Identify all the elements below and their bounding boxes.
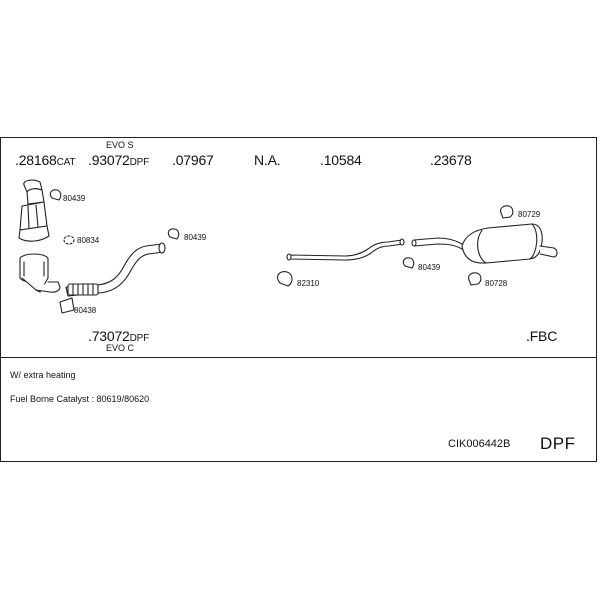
note-extra-heating: W/ extra heating <box>10 370 76 380</box>
catalyst-drawing <box>18 179 50 242</box>
accessory-label-80728: 80728 <box>485 279 508 288</box>
kit-code: CIK006442B <box>448 438 511 450</box>
part-number-na: N.A. <box>254 152 281 168</box>
middle-pipe-drawing <box>286 238 405 261</box>
dpf-drawing <box>19 253 61 293</box>
accessory-label-80834: 80834 <box>77 236 100 245</box>
clamp-icon-82310 <box>277 271 293 287</box>
notes-divider <box>1 357 596 358</box>
accessory-label-80439-a: 80439 <box>63 194 86 203</box>
note-fuel-borne-catalyst: Fuel Borne Catalyst : 80619/80620 <box>10 394 150 404</box>
hanger-icon-80729 <box>500 205 514 219</box>
part-number-rear-silencer: .23678 <box>430 152 472 168</box>
clamp-icon-80438 <box>59 297 75 314</box>
part-number-catalyst: .28168CAT <box>15 152 76 168</box>
part-number-middle-pipe: .10584 <box>320 152 362 168</box>
gasket-icon-80834 <box>63 235 75 245</box>
accessory-label-80438: 80438 <box>74 306 97 315</box>
clamp-icon-80439-b <box>167 228 180 240</box>
drawing-frame <box>0 137 597 462</box>
part-number-front-pipe: .07967 <box>172 152 214 168</box>
variant-label-evo-c: EVO C <box>106 343 135 353</box>
rear-silencer-drawing <box>411 223 558 264</box>
part-number-dpf-top: .93072DPF <box>88 152 150 168</box>
clamp-icon-80439-c <box>402 257 415 269</box>
front-pipe-drawing <box>65 242 166 297</box>
variant-label-evo-s: EVO S <box>106 140 134 150</box>
part-number-fbc: .FBC <box>526 328 558 344</box>
part-number-dpf-bottom: .73072DPF <box>88 328 150 344</box>
accessory-label-80439-b: 80439 <box>184 233 207 242</box>
accessory-label-82310: 82310 <box>297 279 320 288</box>
hanger-icon-80728 <box>468 272 482 286</box>
accessory-label-80729: 80729 <box>518 210 541 219</box>
clamp-icon-80439-a <box>49 189 62 201</box>
accessory-label-80439-c: 80439 <box>418 263 441 272</box>
kit-type: DPF <box>540 434 576 453</box>
